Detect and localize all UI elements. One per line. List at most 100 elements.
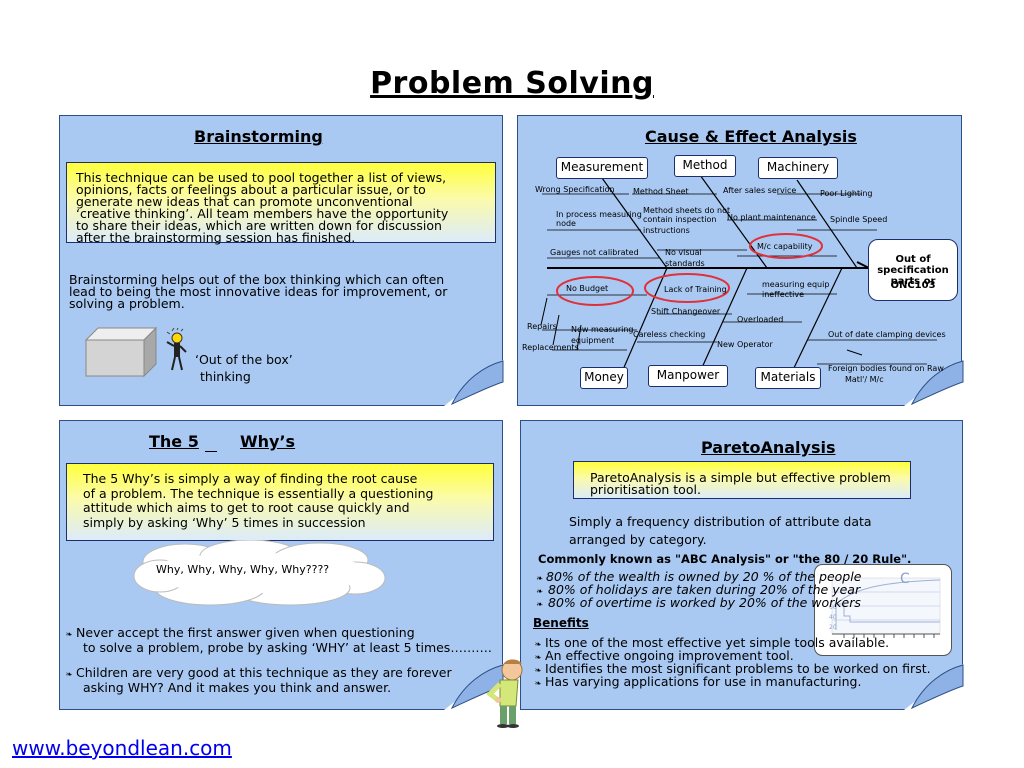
box-line: ParetoAnalysis is a simple but effective… xyxy=(590,470,891,485)
cause-label: Poor Lighting xyxy=(820,189,873,198)
effect-line: ONC103 xyxy=(890,280,936,291)
fishbone-diagram xyxy=(540,174,937,373)
thinking-man-icon xyxy=(486,659,523,728)
box-line: of a problem. The technique is essential… xyxy=(83,485,434,501)
box-line: attitude which aims to get to root cause… xyxy=(83,500,410,515)
cause-label: equipment xyxy=(571,336,615,345)
cause-label: Lack of Training xyxy=(664,285,727,294)
arrow-bullet-icon: ❧ xyxy=(536,586,543,597)
cause-label: Method Sheet xyxy=(633,187,689,196)
category-money: Money xyxy=(580,367,628,389)
body-line: Brainstorming helps out of the box think… xyxy=(69,272,445,287)
arrow-bullet-icon: ❧ xyxy=(535,652,542,663)
category-measurement: Measurement xyxy=(556,157,648,179)
effect-line: Out of xyxy=(895,254,931,265)
arrow-bullet-icon: ❧ xyxy=(536,599,543,610)
title-underline-gap xyxy=(205,451,217,452)
cause-label: Out of date clamping devices xyxy=(828,330,946,339)
bullet-text: Never accept the first answer given when… xyxy=(76,625,415,640)
cause-label: Gauges not calibrated xyxy=(550,248,639,257)
box-line: prioritisation tool. xyxy=(590,482,701,497)
box-line: to share their ideas, which are written … xyxy=(76,218,442,233)
five-whys-bullet: ❧Children are very good at this techniqu… xyxy=(66,666,452,694)
cause-label: In process measuring xyxy=(556,210,642,219)
box-line: ‘creative thinking’. All team members ha… xyxy=(76,206,449,221)
cause-label: Wrong Specification xyxy=(535,185,615,194)
page-title: Problem Solving xyxy=(370,66,654,101)
cause-label: Careless checking xyxy=(633,330,706,339)
brainstorming-definition-box: This technique can be used to pool toget… xyxy=(66,162,496,245)
pareto-benefits: ❧Its one of the most effective yet simpl… xyxy=(535,635,931,689)
box-line: simply by asking ‘Why’ 5 times in succes… xyxy=(83,514,366,530)
body-line: solving a problem. xyxy=(69,296,185,311)
page-curl-pareto xyxy=(904,664,964,710)
cause-label: Overloaded xyxy=(737,315,784,324)
cause-label: Spindle Speed xyxy=(830,215,888,224)
page-curl-cause-effect xyxy=(904,360,964,406)
footer-link[interactable]: www.beyondlean.com xyxy=(12,736,232,760)
category-method: Method xyxy=(674,155,736,177)
cause-label: Method sheets do not xyxy=(643,206,731,215)
text-line: Simply a frequency distribution of attri… xyxy=(569,514,872,529)
cause-label: measuring equip xyxy=(762,280,830,289)
arrow-bullet-icon: ❧ xyxy=(66,629,73,640)
caption-line: ‘Out of the box’ xyxy=(195,352,293,367)
chart-tick: 60 xyxy=(829,604,837,611)
effect-line: specification xyxy=(877,265,949,276)
box-line: This technique can be used to pool toget… xyxy=(76,170,447,185)
arrow-bullet-icon: ❧ xyxy=(536,573,543,584)
arrow-bullet-icon: ❧ xyxy=(535,665,542,676)
text-line: arranged by category. xyxy=(569,532,707,547)
benefit-text: An effective ongoing improvement tool. xyxy=(545,648,794,663)
category-machinery: Machinery xyxy=(758,157,838,179)
cause-label: New measuring xyxy=(571,325,634,334)
effect-box: Out of specification parts or ONC103 xyxy=(868,239,958,301)
box-line: after the brainstorming session has fini… xyxy=(76,230,356,245)
cause-label: Matl'/ M/c xyxy=(845,375,884,384)
bullet-text: Children are very good at this technique… xyxy=(76,665,452,680)
thought-cloud xyxy=(133,540,386,606)
caption-line: thinking xyxy=(200,369,251,384)
effect-line: parts or xyxy=(890,276,936,287)
cause-effect-title: Cause & Effect Analysis xyxy=(645,127,857,146)
example-text: 80% of overtime is worked by 20% of the … xyxy=(548,595,861,610)
five-whys-title-part1: The 5 xyxy=(149,432,199,451)
box-illustration xyxy=(84,326,158,378)
box-line: generate new ideas that can promote unco… xyxy=(76,194,413,209)
pareto-definition-box: ParetoAnalysis is a simple but effective… xyxy=(573,461,911,499)
benefit-text: Its one of the most effective yet simple… xyxy=(545,635,890,650)
cloud-text: Why, Why, Why, Why, Why???? xyxy=(156,563,330,576)
chart-letter: C xyxy=(900,571,910,587)
box-line: opinions, facts or feelings about a part… xyxy=(76,182,426,197)
cause-label: Replacements xyxy=(522,343,579,352)
arrow-bullet-icon: ❧ xyxy=(535,639,542,650)
body-line: lead to being the most innovative ideas … xyxy=(69,284,448,299)
benefit-text: Identifies the most significant problems… xyxy=(545,661,931,676)
bullet-text: asking WHY? And it makes you think and a… xyxy=(83,680,392,695)
cause-label: instructions xyxy=(643,226,690,235)
cause-label: Foreign bodies found on Raw xyxy=(828,364,944,373)
cause-label: M/c capability xyxy=(757,242,813,251)
box-line: The 5 Why’s is simply a way of finding t… xyxy=(83,471,418,486)
pareto-examples: ❧80% of the wealth is owned by 20 % of t… xyxy=(536,569,862,610)
example-text: 80% of the wealth is owned by 20 % of th… xyxy=(546,569,862,584)
cause-label: contain inspection xyxy=(643,215,717,224)
chart-tick: 40 xyxy=(829,614,837,621)
cause-label: After sales service xyxy=(723,186,797,195)
cause-label: ineffective xyxy=(762,290,805,299)
cause-label: Shift Changeover xyxy=(651,307,721,316)
out-of-box-caption: ‘Out of the box’ thinking xyxy=(195,351,293,385)
cause-label: node xyxy=(556,219,576,228)
category-manpower: Manpower xyxy=(648,365,728,387)
chart-tick: 20 xyxy=(829,624,837,631)
five-whys-definition-box: The 5 Why’s is simply a way of finding t… xyxy=(66,463,494,541)
cause-label: Repairs xyxy=(527,322,557,331)
stick-figure-icon xyxy=(166,328,187,371)
arrow-bullet-icon: ❧ xyxy=(535,678,542,689)
category-materials: Materials xyxy=(755,367,821,389)
example-text: 80% of holidays are taken during 20% of … xyxy=(548,582,861,597)
five-whys-bullet: ❧Never accept the first answer given whe… xyxy=(66,626,492,654)
five-whys-title-part2: Why’s xyxy=(240,432,296,451)
cause-label: No Budget xyxy=(566,284,609,293)
cause-label: No visual xyxy=(665,248,702,257)
